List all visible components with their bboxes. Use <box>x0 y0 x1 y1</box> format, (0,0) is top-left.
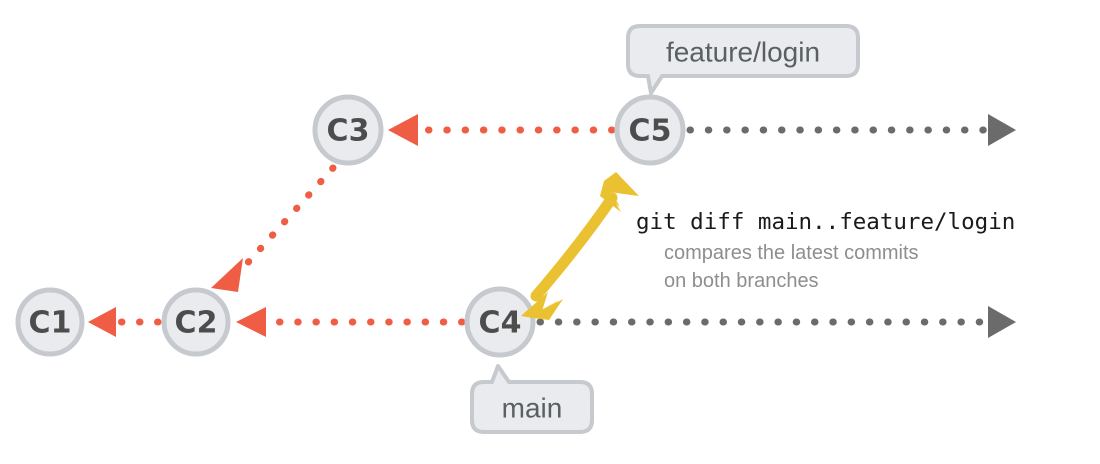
commit-node-c2-label: C2 <box>175 306 218 341</box>
diff-highlight-arrow <box>521 172 639 320</box>
commit-node-c1-circle <box>15 287 85 357</box>
parent-edge-c4-c2-arrowhead <box>236 307 266 337</box>
commit-node-c2[interactable]: C2 <box>161 287 231 357</box>
commit-node-c5-circle <box>614 94 686 166</box>
parent-edge-c5-c3 <box>388 114 616 146</box>
diff-description-line-1: compares the latest commits <box>664 242 919 264</box>
diff-annotation: git diff main..feature/login compares th… <box>636 209 1015 292</box>
commit-node-c5[interactable]: C5 <box>614 94 686 166</box>
branch-label-main[interactable]: main <box>470 364 594 434</box>
commit-node-c3-circle <box>312 94 384 166</box>
parent-edge-c3-c2 <box>211 164 337 292</box>
branch-line-main <box>536 306 1016 338</box>
commit-node-c4[interactable]: C4 <box>464 286 536 358</box>
branch-line-main-arrowhead <box>988 306 1016 338</box>
parent-edge-c2-c1-arrowhead <box>88 307 116 337</box>
commit-node-c1[interactable]: C1 <box>15 287 85 357</box>
branch-label-feature-login-bubble <box>626 24 860 95</box>
branch-label-main-text: main <box>502 393 563 424</box>
commit-node-c4-circle <box>464 286 536 358</box>
commit-node-c1-label: C1 <box>29 306 72 341</box>
parent-edge-c2-c1 <box>88 307 162 337</box>
branch-label-main-bubble <box>470 364 594 434</box>
parent-edge-c3-c2-dots <box>239 164 337 272</box>
commit-node-c3-label: C3 <box>327 114 370 149</box>
commit-node-c4-label: C4 <box>479 306 522 341</box>
parent-edge-c5-c3-arrowhead <box>388 114 418 146</box>
parent-edge-c4-c2 <box>236 307 466 337</box>
diff-highlight-arrow-head-bottom-fill <box>524 295 558 317</box>
commit-node-c3[interactable]: C3 <box>312 94 384 166</box>
branch-label-feature-login[interactable]: feature/login <box>626 24 860 95</box>
diff-highlight-arrow-head-top-fill <box>604 174 636 207</box>
commit-node-c2-circle <box>161 287 231 357</box>
branch-label-feature-login-text: feature/login <box>666 37 820 68</box>
diff-highlight-arrow-shaft-overstroke <box>535 193 617 297</box>
commit-node-c5-label: C5 <box>629 114 672 149</box>
branch-line-feature <box>686 114 1016 146</box>
branch-line-feature-arrowhead <box>988 114 1016 146</box>
diff-description-line-2: on both branches <box>664 270 819 292</box>
parent-edge-c3-c2-arrowhead <box>211 258 243 292</box>
diff-command-text: git diff main..feature/login <box>636 209 1015 235</box>
